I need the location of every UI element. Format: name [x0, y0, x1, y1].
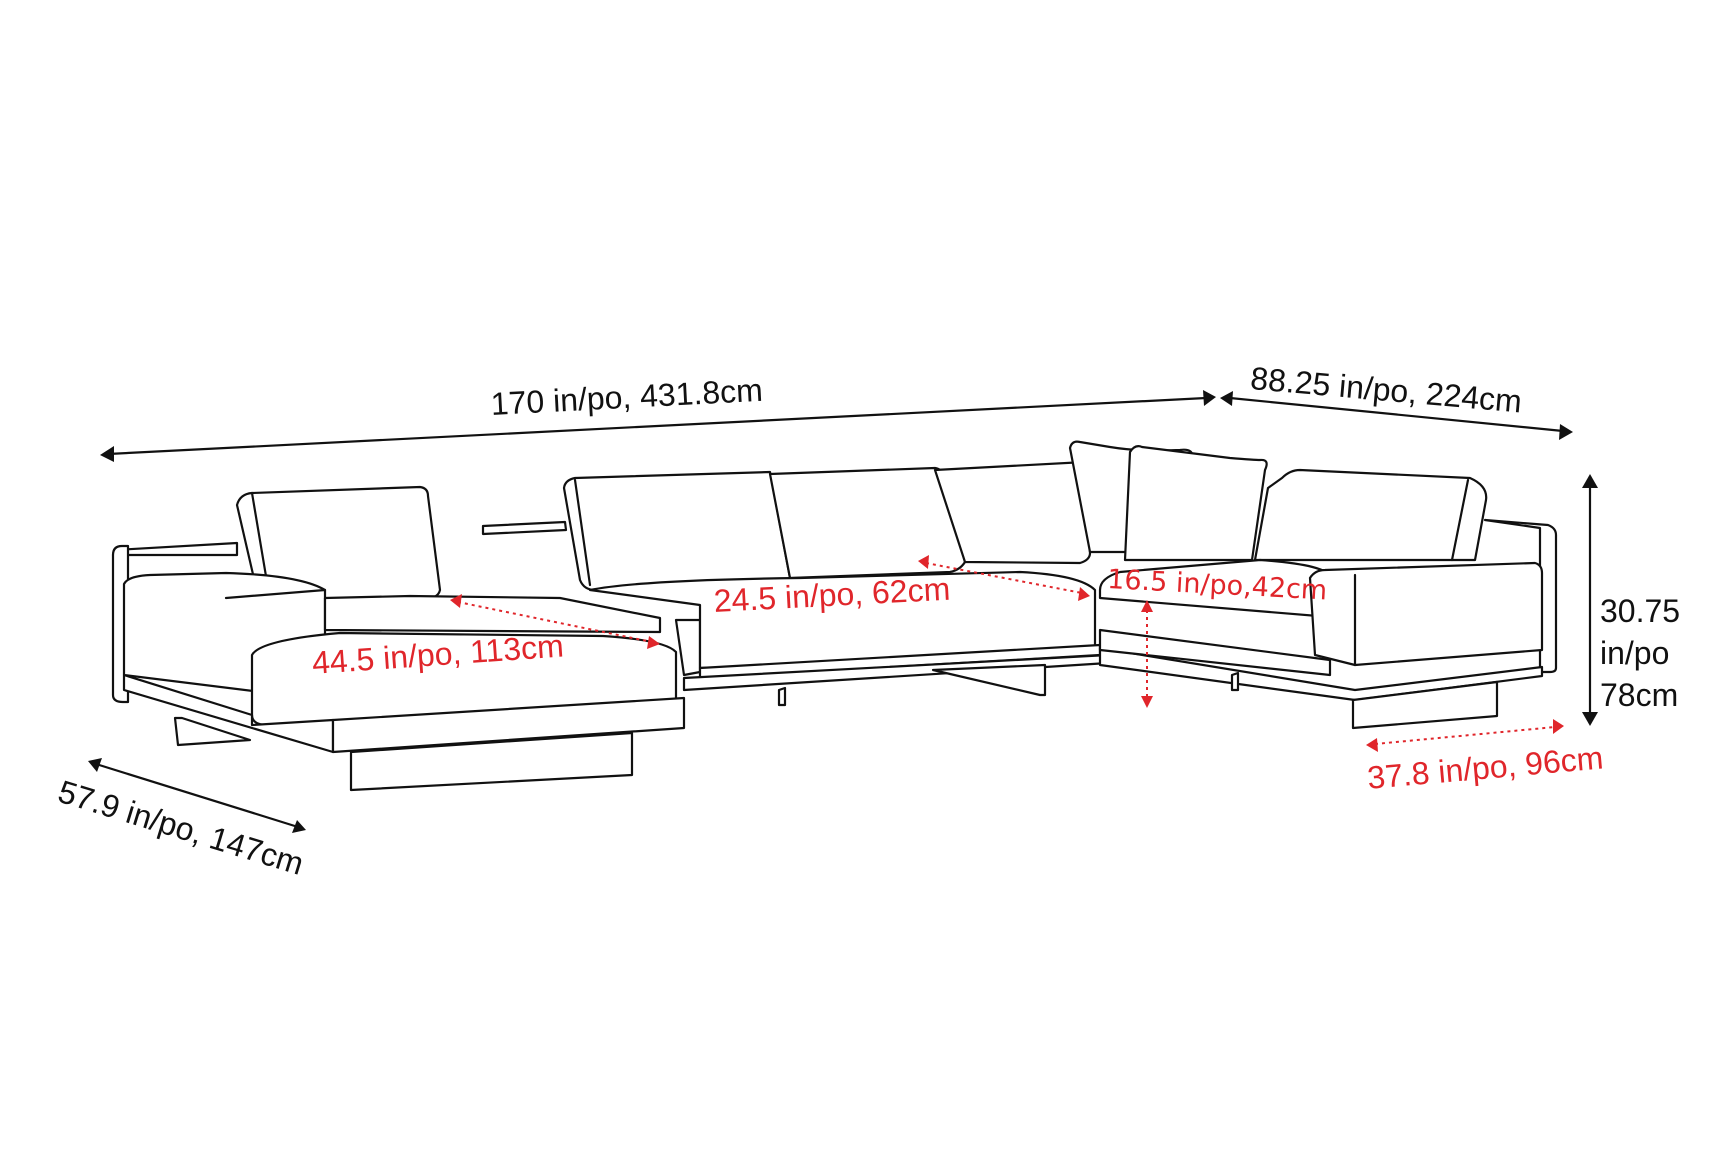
- dimension-overall-height-line: [1582, 474, 1598, 726]
- dimension-seat-height-line: [1141, 600, 1153, 708]
- left-chaise-module: [111, 485, 702, 792]
- overall-height-cm: 78cm: [1600, 677, 1679, 713]
- dimension-chaise-seat-depth-line: [450, 594, 660, 649]
- center-sofa-module: [562, 460, 1110, 707]
- overall-height-unit: in/po: [1600, 635, 1670, 671]
- right-return-module: [1068, 440, 1558, 730]
- overall-height-value: 30.75: [1600, 593, 1681, 629]
- dimension-seat-depth-line: [918, 555, 1090, 601]
- dimension-return-depth-line: [1366, 719, 1564, 752]
- overall-height-label: 30.75 in/po 78cm: [1600, 590, 1680, 716]
- dimension-overall-width-line: [100, 390, 1216, 462]
- dimension-chaise-depth-line: [88, 758, 306, 833]
- dimension-return-width-line: [1220, 391, 1573, 440]
